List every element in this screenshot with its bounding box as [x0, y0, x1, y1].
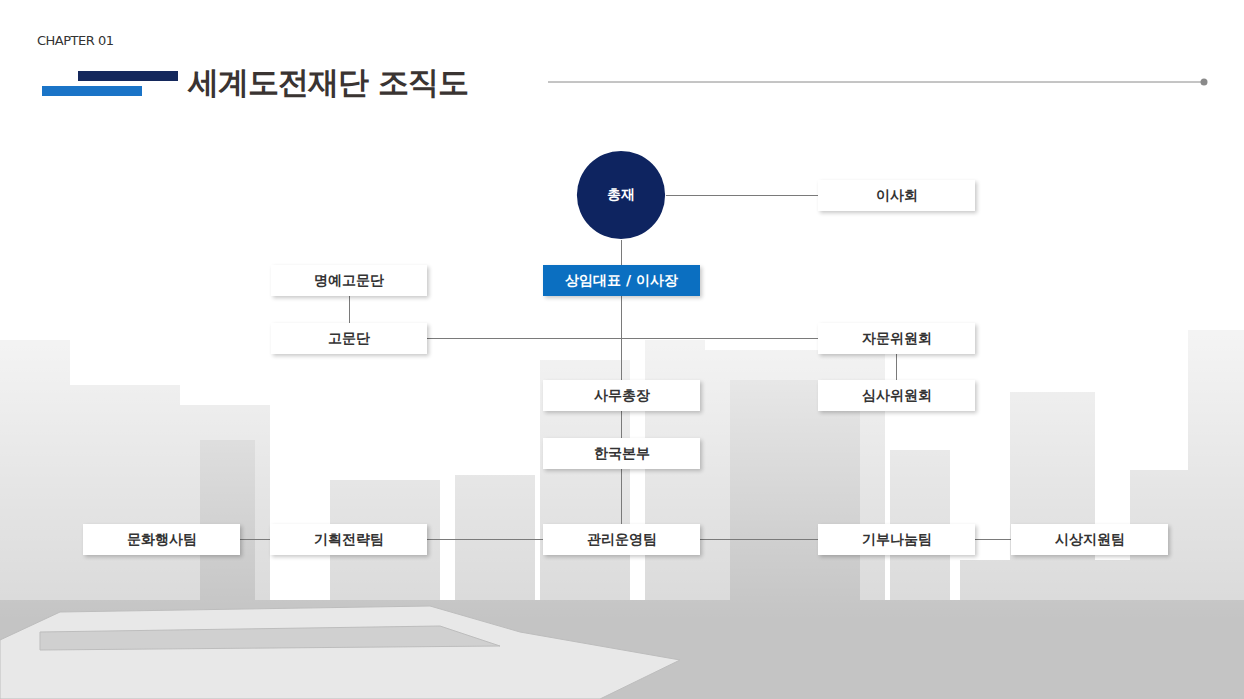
org-box: 심사위원회 [818, 380, 975, 411]
org-box: 명예고문단 [271, 265, 427, 296]
org-connector [240, 539, 270, 540]
node-label: 총재 [607, 186, 635, 204]
org-connector [622, 296, 819, 339]
org-box: 시상지원팀 [1011, 524, 1168, 555]
node-label: 고문단 [328, 330, 370, 348]
org-connector [621, 411, 622, 438]
node-label: 심사위원회 [862, 387, 932, 405]
org-box: 기획전략팀 [270, 524, 427, 555]
node-label: 사무총장 [594, 387, 650, 405]
org-box: 이사회 [818, 180, 975, 211]
node-label: 기부나눔팀 [862, 531, 932, 549]
node-label: 이사회 [876, 187, 918, 205]
org-connector [427, 296, 622, 339]
president-circle: 총재 [576, 150, 666, 240]
node-label: 상임대표 / 이사장 [565, 272, 678, 290]
org-box: 문화행사팀 [83, 524, 240, 555]
org-connector [621, 296, 622, 380]
node-label: 자문위원회 [862, 330, 932, 348]
org-connector [621, 469, 622, 524]
node-label: 문화행사팀 [127, 531, 197, 549]
org-connector [427, 539, 543, 540]
org-connector [896, 354, 897, 380]
node-label: 관리운영팀 [587, 531, 657, 549]
chapter-label: CHAPTER 01 [37, 33, 113, 48]
node-label: 시상지원팀 [1055, 531, 1125, 549]
node-label: 명예고문단 [314, 272, 384, 290]
org-box: 사무총장 [543, 380, 700, 411]
org-box: 상임대표 / 이사장 [543, 265, 700, 296]
org-box: 자문위원회 [818, 323, 975, 354]
org-box: 고문단 [271, 323, 427, 354]
node-label: 한국본부 [594, 445, 650, 463]
org-box: 기부나눔팀 [818, 524, 975, 555]
org-connector [621, 240, 622, 265]
org-connector [700, 539, 818, 540]
chart-title: 세계도전재단 조직도 [188, 62, 468, 104]
node-label: 기획전략팀 [314, 531, 384, 549]
org-box: 관리운영팀 [543, 524, 700, 555]
org-box: 한국본부 [543, 438, 700, 469]
org-connector [666, 195, 818, 196]
org-connector [349, 296, 350, 323]
org-connector [975, 539, 1011, 540]
